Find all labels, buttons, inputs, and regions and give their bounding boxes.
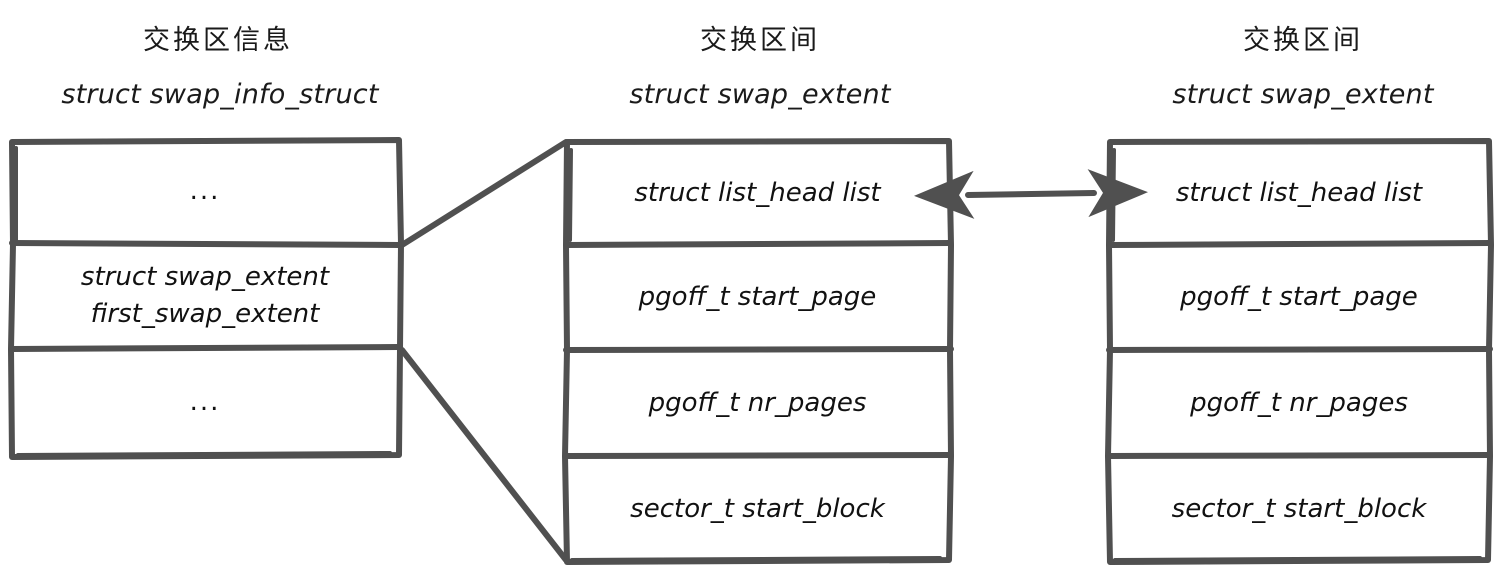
- column-title-cn-swap-info-struct: 交换区信息: [143, 25, 293, 56]
- cell-swap-info-first-swap-extent: struct swap_extent first_swap_extent: [10, 243, 400, 348]
- row-divider: [564, 240, 953, 248]
- box-swap-info-struct: [8, 137, 404, 460]
- row-divider: [563, 346, 954, 353]
- box-outline: [1105, 138, 1494, 565]
- cell-extent2-start-page: pgoff_t start_page: [1180, 282, 1418, 313]
- box-outline: [8, 137, 404, 460]
- sketch-accent: [568, 148, 573, 242]
- cell-line-1: struct swap_extent: [80, 261, 330, 292]
- row-divider: [564, 452, 953, 459]
- connector-pointer-upper: [399, 139, 569, 248]
- cell-swap-info-ellipsis-top: ...: [189, 176, 221, 207]
- sketch-accent: [16, 451, 392, 457]
- cell-extent2-nr-pages: pgoff_t nr_pages: [1190, 387, 1408, 418]
- cell-swap-info-ellipsis-bottom: ...: [189, 386, 221, 417]
- cell-extent1-start-page: pgoff_t start_page: [638, 282, 877, 313]
- row-divider: [9, 344, 402, 352]
- cell-extent2-list-head-list: struct list_head list: [1175, 177, 1423, 208]
- cell-line-2: first_swap_extent: [90, 298, 320, 329]
- column-subtitle-swap-extent-next: struct swap_extent: [1172, 79, 1434, 110]
- column-subtitle-swap-extent-first: struct swap_extent: [629, 79, 891, 110]
- row-divider: [9, 240, 403, 248]
- row-divider: [1106, 346, 1493, 353]
- connector-list-link-double-arrow: [914, 169, 1148, 219]
- box-swap-extent-next: [1105, 138, 1494, 565]
- cell-extent1-nr-pages: pgoff_t nr_pages: [648, 387, 867, 418]
- sketch-accent: [570, 556, 942, 562]
- cell-extent2-start-block: sector_t start_block: [1171, 493, 1427, 524]
- connector-pointer-lower: [399, 347, 569, 563]
- cell-extent1-list-head-list: struct list_head list: [634, 177, 881, 208]
- row-divider: [1107, 452, 1492, 459]
- column-subtitle-swap-info-struct: struct swap_info_struct: [61, 79, 379, 110]
- sketch-accent: [1113, 556, 1482, 562]
- row-divider: [1107, 240, 1493, 248]
- cell-extent1-start-block: sector_t start_block: [630, 493, 885, 524]
- column-title-cn-swap-extent-next: 交换区间: [1243, 25, 1363, 56]
- column-title-cn-swap-extent-first: 交换区间: [700, 25, 820, 56]
